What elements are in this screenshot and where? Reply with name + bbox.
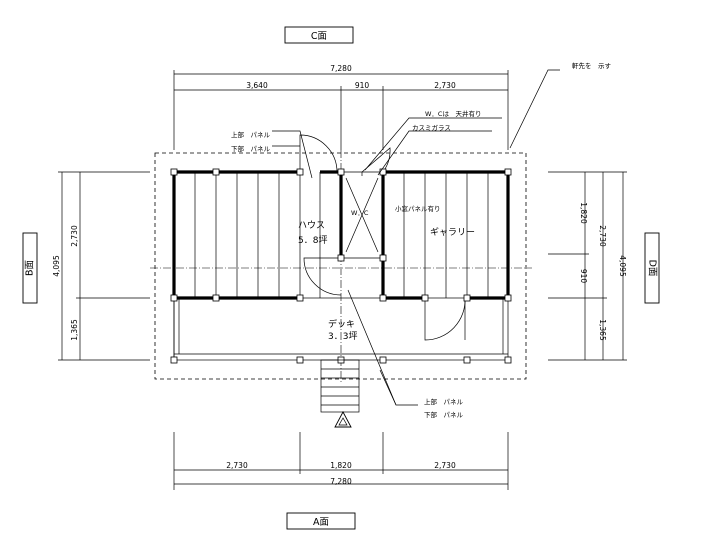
svg-text:A面: A面	[313, 517, 329, 528]
dim-bottom-seg-3: 2,730	[434, 461, 456, 470]
eave-outline	[154, 152, 527, 380]
panel-lower-top-label: 下部 パネル	[231, 144, 271, 153]
dim-top-seg-1: 3,640	[246, 81, 268, 90]
dim-top-total: 7,280	[330, 64, 352, 73]
dim-right-seg-3: 1,365	[598, 319, 607, 341]
entrance-stairs	[320, 359, 360, 413]
dim-right-seg-1: 1,820	[579, 202, 588, 224]
face-label-top: C面	[284, 26, 354, 44]
dim-top-seg-2: 910	[355, 81, 370, 90]
door-arcs	[299, 134, 466, 341]
panel-upper-top-label: 上部 パネル	[231, 130, 271, 139]
wc-note: W．Cは 天井有り	[425, 109, 481, 118]
glass-note: カスミガラス	[412, 123, 451, 132]
right-dimensions: 1,820 910 1,365 2,730 4,095	[548, 171, 627, 361]
dim-left-total: 4,095	[52, 255, 61, 277]
room-wc-label: W．C	[351, 209, 369, 217]
panel-upper-bottom-label: 上部 パネル	[424, 397, 464, 406]
house-walls	[172, 170, 510, 300]
svg-text:D面: D面	[647, 260, 658, 277]
dim-right-seg-2: 910	[579, 269, 588, 284]
house-panel-lines	[194, 172, 489, 298]
room-deck-area: 3．3坪	[328, 331, 357, 342]
svg-text:C面: C面	[311, 31, 327, 42]
face-label-left: B面	[22, 232, 38, 304]
dim-right-inner: 2,730	[598, 225, 607, 247]
dim-right-total: 4,095	[618, 255, 627, 277]
small-window-note: 小窓パネル有り	[395, 204, 441, 213]
dim-bottom-total: 7,280	[330, 477, 352, 486]
dim-top-seg-3: 2,730	[434, 81, 456, 90]
room-gallery-label: ギャラリー	[430, 227, 475, 238]
dim-bottom-seg-1: 2,730	[226, 461, 248, 470]
bottom-dimensions: 2,730 1,820 2,730 7,280	[173, 432, 509, 490]
eave-note: 軒先を 示す	[572, 61, 612, 70]
panel-lower-bottom-label: 下部 パネル	[424, 410, 464, 419]
face-label-right: D面	[644, 232, 660, 304]
svg-text:B面: B面	[25, 260, 36, 276]
left-dimensions: 4,095 2,730 1,365	[52, 171, 150, 361]
room-house-area: 5．8坪	[298, 235, 327, 246]
room-deck-label: デッキ	[328, 318, 355, 330]
face-label-bottom: A面	[286, 512, 356, 530]
dim-left-seg-2: 1,365	[70, 319, 79, 341]
wc-cross	[345, 172, 379, 253]
entrance-triangle-icon	[334, 411, 352, 428]
top-dimensions: 7,280 3,640 910 2,730	[173, 64, 509, 150]
leader-lines	[272, 69, 560, 406]
dim-bottom-seg-2: 1,820	[330, 461, 352, 470]
dim-left-seg-1: 2,730	[70, 225, 79, 247]
room-house-label: ハウス	[298, 220, 325, 231]
